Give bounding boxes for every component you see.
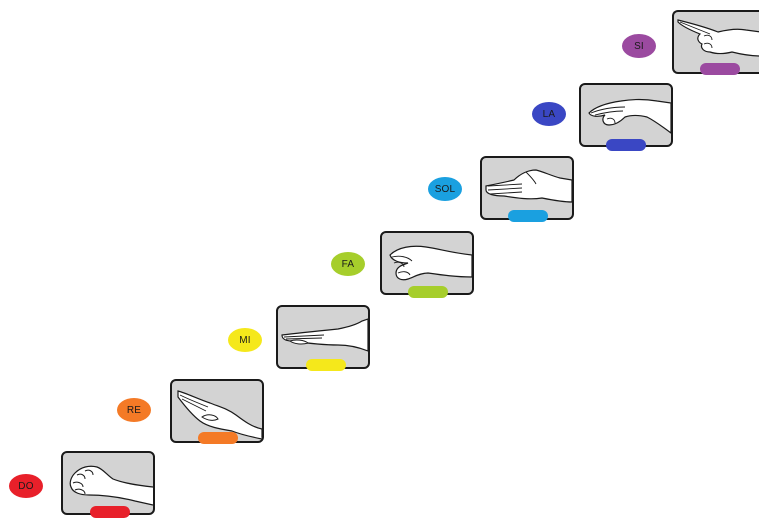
drooping-hand-icon [588,98,671,134]
hand-card-la [579,83,673,147]
note-label-si: SI [622,34,656,58]
thumb-down-hand-icon [389,245,472,281]
color-bar-la [606,139,646,151]
hand-card-do [61,451,155,515]
flat-hand-angled-icon [177,390,262,440]
note-label-re: RE [117,398,151,422]
note-label-sol: SOL [428,177,462,201]
color-bar-re [198,432,238,444]
fist-icon [69,465,153,506]
hand-card-sol [480,156,574,220]
color-bar-fa [408,286,448,298]
color-bar-sol [508,210,548,222]
note-label-do: DO [9,474,43,498]
note-label-mi: MI [228,328,262,352]
note-label-fa: FA [331,252,365,276]
flat-hand-horizontal-icon [281,318,368,352]
open-hand-icon [485,169,572,203]
color-bar-mi [306,359,346,371]
color-bar-si [700,63,740,75]
hand-card-mi [276,305,370,369]
color-bar-do [90,506,130,518]
note-label-la: LA [532,102,566,126]
hand-card-fa [380,231,474,295]
pointing-hand-icon [677,19,759,57]
hand-card-re [170,379,264,443]
